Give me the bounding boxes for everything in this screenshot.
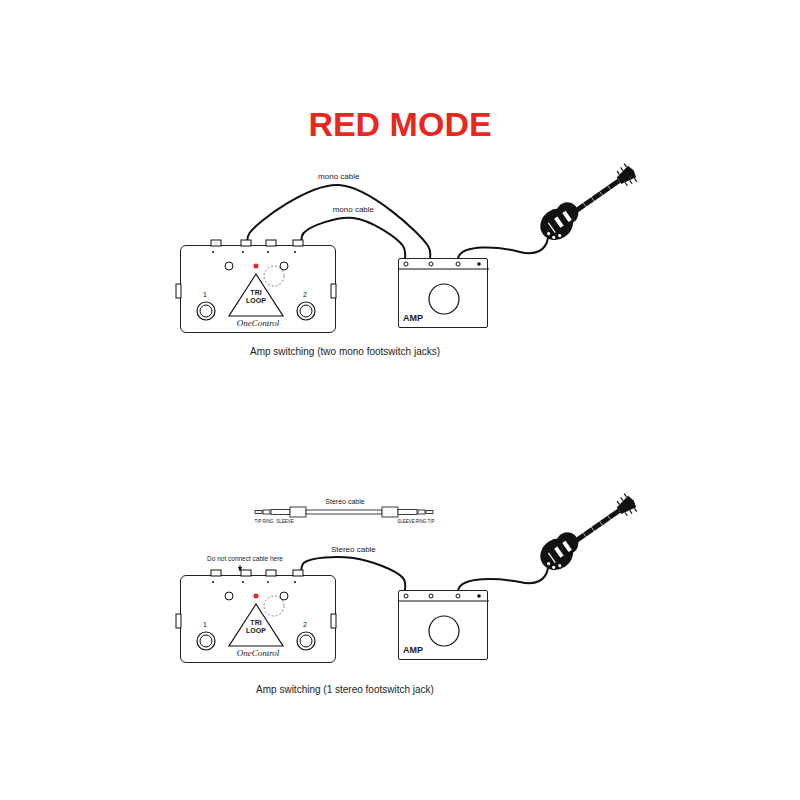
plug-part: SLEEVE bbox=[397, 519, 415, 524]
footswitch-number: 1 bbox=[203, 291, 207, 299]
looper-pedal: TRI LOOP OneControl bbox=[180, 245, 336, 333]
jack bbox=[241, 570, 251, 576]
plug-part: RING bbox=[262, 519, 273, 524]
amp-jack bbox=[477, 262, 481, 266]
jack bbox=[266, 570, 276, 576]
knob bbox=[225, 592, 233, 600]
knob bbox=[280, 262, 288, 270]
side-jack bbox=[331, 614, 336, 628]
speaker bbox=[429, 284, 459, 314]
cable-label: mono cable bbox=[331, 205, 376, 214]
led bbox=[254, 594, 259, 599]
brand-name: OneControl bbox=[181, 648, 335, 658]
amp-jack bbox=[477, 594, 481, 598]
logo-triangle bbox=[229, 604, 283, 646]
footswitch-number: 1 bbox=[203, 621, 207, 629]
warning-arrow bbox=[240, 565, 241, 571]
jack bbox=[241, 240, 251, 246]
jack-dot bbox=[212, 251, 214, 253]
side-jack bbox=[176, 284, 181, 298]
amp-jack bbox=[456, 262, 460, 266]
amp-label: AMP bbox=[403, 645, 423, 655]
jack-dot bbox=[212, 581, 214, 583]
amp-jack bbox=[404, 262, 408, 266]
guitar-cable bbox=[458, 568, 548, 590]
logo-text: TRI LOOP bbox=[241, 619, 271, 635]
amp-panel bbox=[399, 601, 489, 602]
figure-caption: Amp switching (two mono footswitch jacks… bbox=[250, 346, 440, 358]
guitar-drawing bbox=[534, 488, 642, 576]
jack-dot bbox=[294, 251, 296, 253]
cable-name: Stereo cable bbox=[325, 498, 364, 506]
dashed-ring bbox=[264, 266, 284, 286]
plug-part: TIP bbox=[254, 519, 261, 524]
footswitch bbox=[300, 635, 312, 647]
side-jack bbox=[331, 284, 336, 298]
amp-jack bbox=[429, 594, 433, 598]
led bbox=[254, 264, 259, 269]
footswitch bbox=[197, 632, 215, 650]
plug-part: TIP bbox=[427, 519, 434, 524]
amp-jack bbox=[429, 262, 433, 266]
cable-label: mono cable bbox=[316, 172, 361, 181]
guitar-amp: AMP bbox=[398, 590, 488, 660]
cable-label: Stereo cable bbox=[329, 545, 378, 554]
jack-dot bbox=[294, 581, 296, 583]
warning-note: Do not connect cable here bbox=[207, 555, 283, 562]
speaker bbox=[429, 616, 459, 646]
jack bbox=[293, 240, 303, 246]
guitar-drawing bbox=[534, 158, 642, 246]
jack bbox=[211, 240, 221, 246]
amp-jack bbox=[404, 594, 408, 598]
side-jack bbox=[176, 614, 181, 628]
footswitch bbox=[297, 302, 315, 320]
jack-dot bbox=[242, 581, 244, 583]
footswitch-number: 2 bbox=[303, 291, 307, 299]
jack-dot bbox=[242, 251, 244, 253]
jack bbox=[266, 240, 276, 246]
footswitch-number: 2 bbox=[303, 621, 307, 629]
knob bbox=[280, 592, 288, 600]
footswitch bbox=[200, 305, 212, 317]
figure-caption: Amp switching (1 stereo footswitch jack) bbox=[256, 684, 434, 696]
footswitch bbox=[300, 305, 312, 317]
jack-dot bbox=[267, 581, 269, 583]
guitar-cable bbox=[458, 238, 548, 258]
footswitch bbox=[197, 302, 215, 320]
dashed-ring bbox=[264, 596, 284, 616]
logo-text: TRI LOOP bbox=[241, 289, 271, 305]
amp-jack bbox=[456, 594, 460, 598]
knob bbox=[225, 262, 233, 270]
plug-part: SLEEVE bbox=[276, 519, 294, 524]
jack bbox=[293, 570, 303, 576]
plug-part: RING bbox=[415, 519, 426, 524]
amp-label: AMP bbox=[403, 313, 423, 323]
looper-pedal: TRI LOOP OneControl bbox=[180, 575, 336, 663]
jack bbox=[211, 570, 221, 576]
logo-triangle bbox=[229, 274, 283, 316]
guitar-amp: AMP bbox=[398, 258, 488, 328]
amp-panel bbox=[399, 269, 489, 270]
footswitch bbox=[297, 632, 315, 650]
stereo-cable-drawing bbox=[255, 507, 433, 517]
title-text: RED MODE bbox=[308, 105, 491, 144]
jack-dot bbox=[267, 251, 269, 253]
brand-name: OneControl bbox=[181, 318, 335, 328]
footswitch bbox=[200, 635, 212, 647]
